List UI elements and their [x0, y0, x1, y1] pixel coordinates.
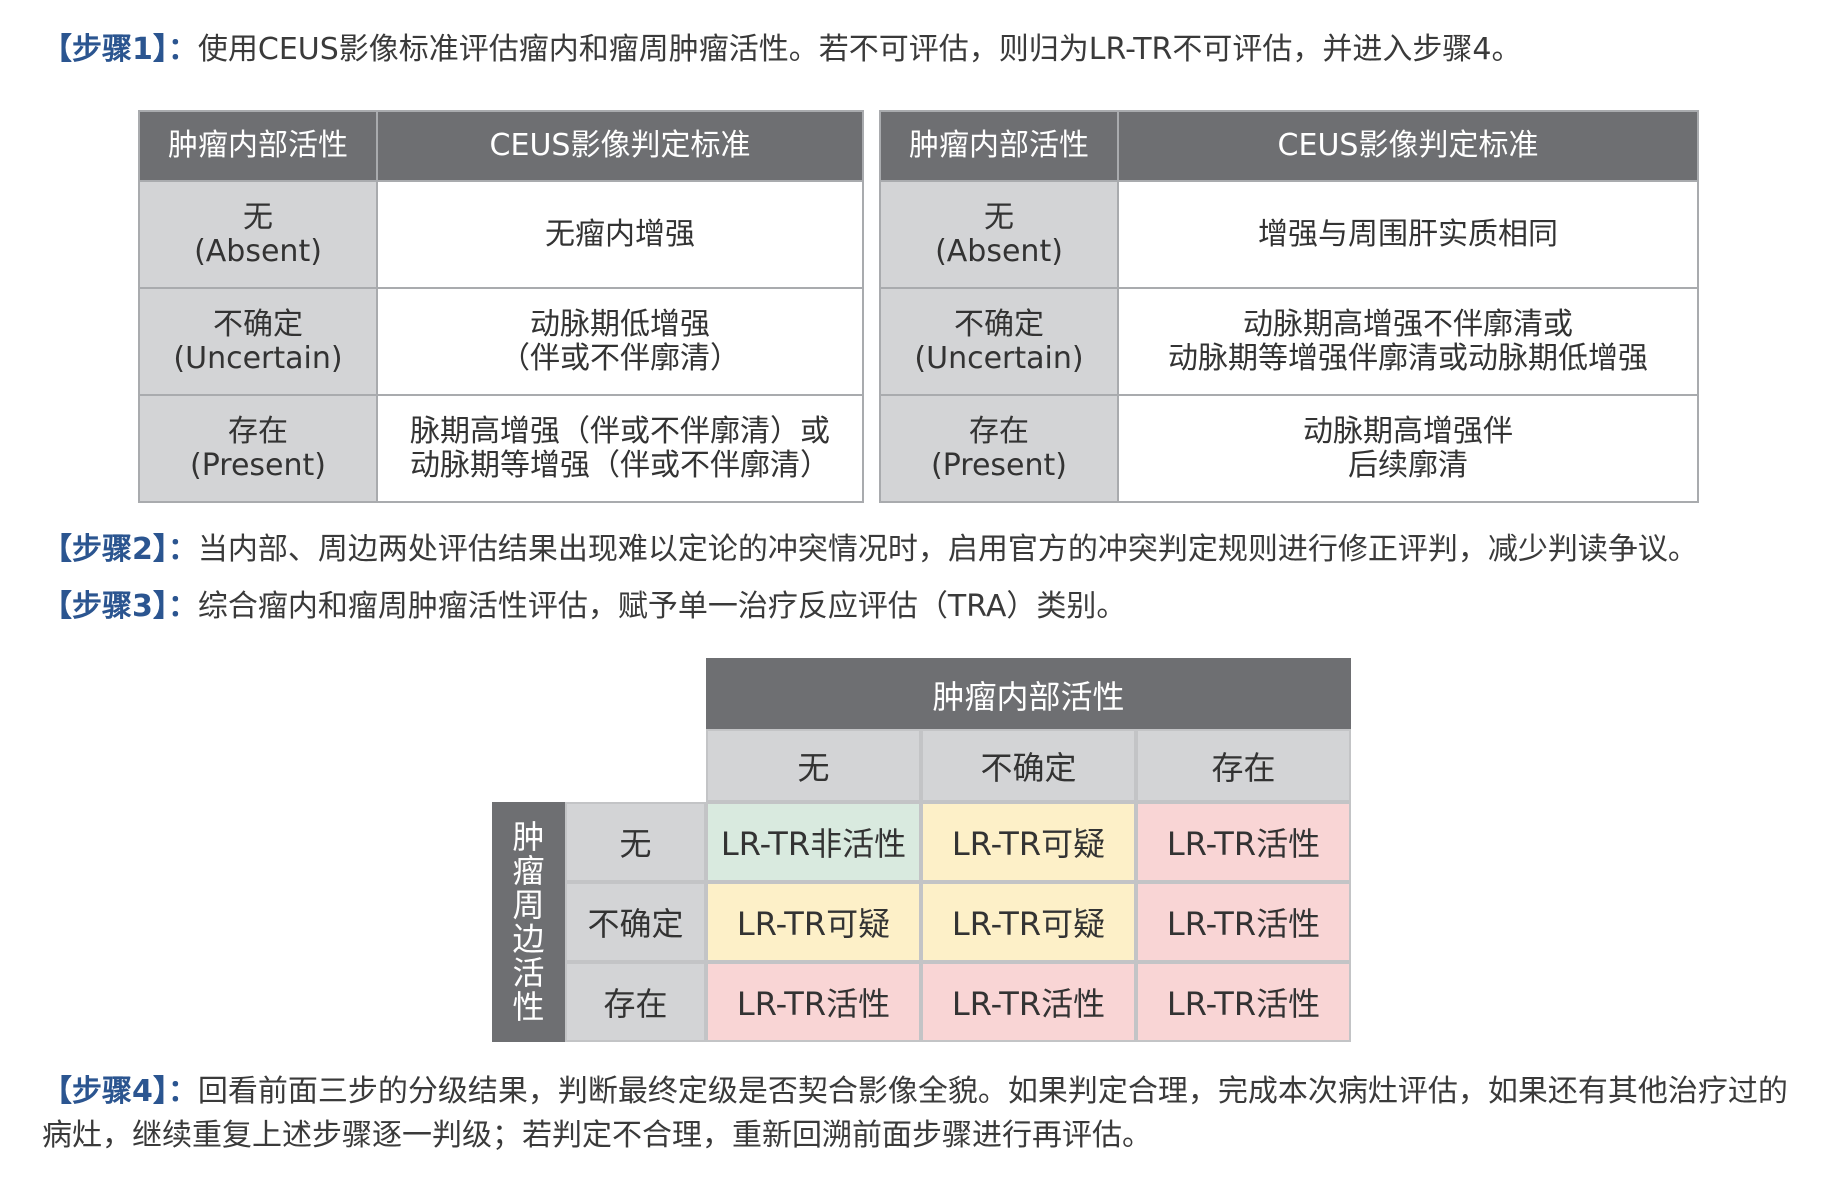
- matrix-row-header: 不确定: [565, 882, 706, 962]
- matrix-row-header: 存在: [565, 962, 706, 1042]
- row-label-en: (Present): [190, 447, 326, 483]
- step-2-label: 【步骤2】: [42, 532, 168, 567]
- criteria-line: 动脉期高增强伴: [1303, 413, 1513, 449]
- criteria-cell: 增强与周围肝实质相同: [1117, 180, 1699, 289]
- row-label-present: 存在 (Present): [879, 394, 1119, 503]
- table-row: 存在 (Present) 脉期高增强（伴或不伴廓清）或 动脉期等增强（伴或不伴廓…: [138, 394, 864, 503]
- row-label-absent: 无 (Absent): [138, 180, 378, 289]
- step-3-label: 【步骤3】: [42, 589, 168, 624]
- side-header-char: 肿: [512, 818, 545, 856]
- matrix-cell-viable: LR-TR活性: [1136, 802, 1351, 882]
- table-header-activity: 肿瘤内部活性: [138, 110, 378, 182]
- step-2-text: 当内部、周边两处评估结果出现难以定论的冲突情况时，启用官方的冲突判定规则进行修正…: [197, 532, 1698, 567]
- side-header-char: 瘤: [512, 852, 545, 890]
- step-4-label: 【步骤4】: [42, 1074, 168, 1109]
- matrix-cell-viable: LR-TR活性: [1136, 882, 1351, 962]
- criteria-line: 脉期高增强（伴或不伴廓清）或: [410, 413, 830, 449]
- criteria-cell: 脉期高增强（伴或不伴廓清）或 动脉期等增强（伴或不伴廓清）: [376, 394, 864, 503]
- intratumoral-criteria-table: 肿瘤内部活性 CEUS影像判定标准 无 (Absent) 无瘤内增强 不确定 (…: [138, 110, 864, 503]
- side-header-char: 周: [512, 886, 545, 924]
- criteria-cell: 动脉期高增强伴 后续廓清: [1117, 394, 1699, 503]
- criteria-line: 动脉期等增强伴廓清或动脉期低增强: [1168, 340, 1648, 376]
- criteria-cell: 动脉期低增强 （伴或不伴廓清）: [376, 287, 864, 396]
- matrix-cell-equivocal: LR-TR可疑: [706, 882, 921, 962]
- table-row: 存在 (Present) 动脉期高增强伴 后续廓清: [879, 394, 1699, 503]
- table-row: 不确定 (Uncertain) 动脉期低增强 （伴或不伴廓清）: [138, 287, 864, 396]
- step-2: 【步骤2】：当内部、周边两处评估结果出现难以定论的冲突情况时，启用官方的冲突判定…: [42, 528, 1698, 572]
- matrix-row-header: 无: [565, 802, 706, 882]
- step-1-text: 使用CEUS影像标准评估瘤内和瘤周肿瘤活性。若不可评估，则归为LR-TR不可评估…: [197, 32, 1522, 67]
- row-label-en: (Present): [931, 447, 1067, 483]
- matrix-cell-viable: LR-TR活性: [921, 962, 1136, 1042]
- row-label-present: 存在 (Present): [138, 394, 378, 503]
- table-header-criteria: CEUS影像判定标准: [376, 110, 864, 182]
- criteria-line: 增强与周围肝实质相同: [1258, 216, 1558, 252]
- criteria-line: （伴或不伴廓清）: [500, 340, 740, 376]
- matrix-cell-viable: LR-TR活性: [1136, 962, 1351, 1042]
- table-row: 不确定 (Uncertain) 动脉期高增强不伴廓清或 动脉期等增强伴廓清或动脉…: [879, 287, 1699, 396]
- row-label-en: (Uncertain): [173, 340, 343, 376]
- step-2-colon: ：: [167, 532, 198, 567]
- row-label-cn: 存在: [228, 413, 288, 449]
- matrix-top-header: 肿瘤内部活性: [706, 658, 1351, 731]
- criteria-cell: 动脉期高增强不伴廓清或 动脉期等增强伴廓清或动脉期低增强: [1117, 287, 1699, 396]
- matrix-cell-equivocal: LR-TR可疑: [921, 802, 1136, 882]
- row-label-cn: 无: [243, 199, 273, 235]
- criteria-line: 动脉期等增强（伴或不伴廓清）: [410, 447, 830, 483]
- table-row: 无 (Absent) 无瘤内增强: [138, 180, 864, 289]
- matrix-cell-viable: LR-TR活性: [706, 962, 921, 1042]
- step-3-text: 综合瘤内和瘤周肿瘤活性评估，赋予单一治疗反应评估（TRA）类别。: [197, 589, 1127, 624]
- step-3-colon: ：: [167, 589, 198, 624]
- row-label-cn: 存在: [969, 413, 1029, 449]
- step-4: 【步骤4】：回看前面三步的分级结果，判断最终定级是否契合影像全貌。如果判定合理，…: [42, 1070, 1802, 1158]
- step-1-label: 【步骤1】: [42, 32, 168, 67]
- criteria-line: 动脉期高增强不伴廓清或: [1243, 306, 1573, 342]
- table-row: 无 (Absent) 增强与周围肝实质相同: [879, 180, 1699, 289]
- peritumoral-criteria-table: 肿瘤内部活性 CEUS影像判定标准 无 (Absent) 增强与周围肝实质相同 …: [879, 110, 1699, 503]
- side-header-char: 边: [512, 920, 545, 958]
- step-1-colon: ：: [167, 32, 198, 67]
- row-label-uncertain: 不确定 (Uncertain): [879, 287, 1119, 396]
- row-label-en: (Absent): [194, 233, 322, 269]
- row-label-cn: 无: [984, 199, 1014, 235]
- matrix-column-header: 不确定: [921, 729, 1136, 802]
- row-label-en: (Absent): [935, 233, 1063, 269]
- side-header-char: 活: [512, 954, 545, 992]
- step-3: 【步骤3】：综合瘤内和瘤周肿瘤活性评估，赋予单一治疗反应评估（TRA）类别。: [42, 585, 1126, 629]
- criteria-line: 动脉期低增强: [530, 306, 710, 342]
- row-label-cn: 不确定: [213, 306, 303, 342]
- criteria-line: 后续廓清: [1348, 447, 1468, 483]
- matrix-cell-nonviable: LR-TR非活性: [706, 802, 921, 882]
- matrix-side-header: 肿 瘤 周 边 活 性: [492, 802, 565, 1042]
- criteria-cell: 无瘤内增强: [376, 180, 864, 289]
- matrix-column-header: 无: [706, 729, 921, 802]
- side-header-char: 性: [512, 988, 545, 1026]
- step-4-text: 回看前面三步的分级结果，判断最终定级是否契合影像全貌。如果判定合理，完成本次病灶…: [42, 1074, 1788, 1153]
- row-label-en: (Uncertain): [914, 340, 1084, 376]
- table-header-criteria: CEUS影像判定标准: [1117, 110, 1699, 182]
- row-label-absent: 无 (Absent): [879, 180, 1119, 289]
- criteria-line: 无瘤内增强: [545, 216, 695, 252]
- matrix-cell-equivocal: LR-TR可疑: [921, 882, 1136, 962]
- matrix-column-header: 存在: [1136, 729, 1351, 802]
- row-label-cn: 不确定: [954, 306, 1044, 342]
- table-header-activity: 肿瘤内部活性: [879, 110, 1119, 182]
- step-1: 【步骤1】：使用CEUS影像标准评估瘤内和瘤周肿瘤活性。若不可评估，则归为LR-…: [42, 28, 1521, 72]
- row-label-uncertain: 不确定 (Uncertain): [138, 287, 378, 396]
- step-4-colon: ：: [167, 1074, 198, 1109]
